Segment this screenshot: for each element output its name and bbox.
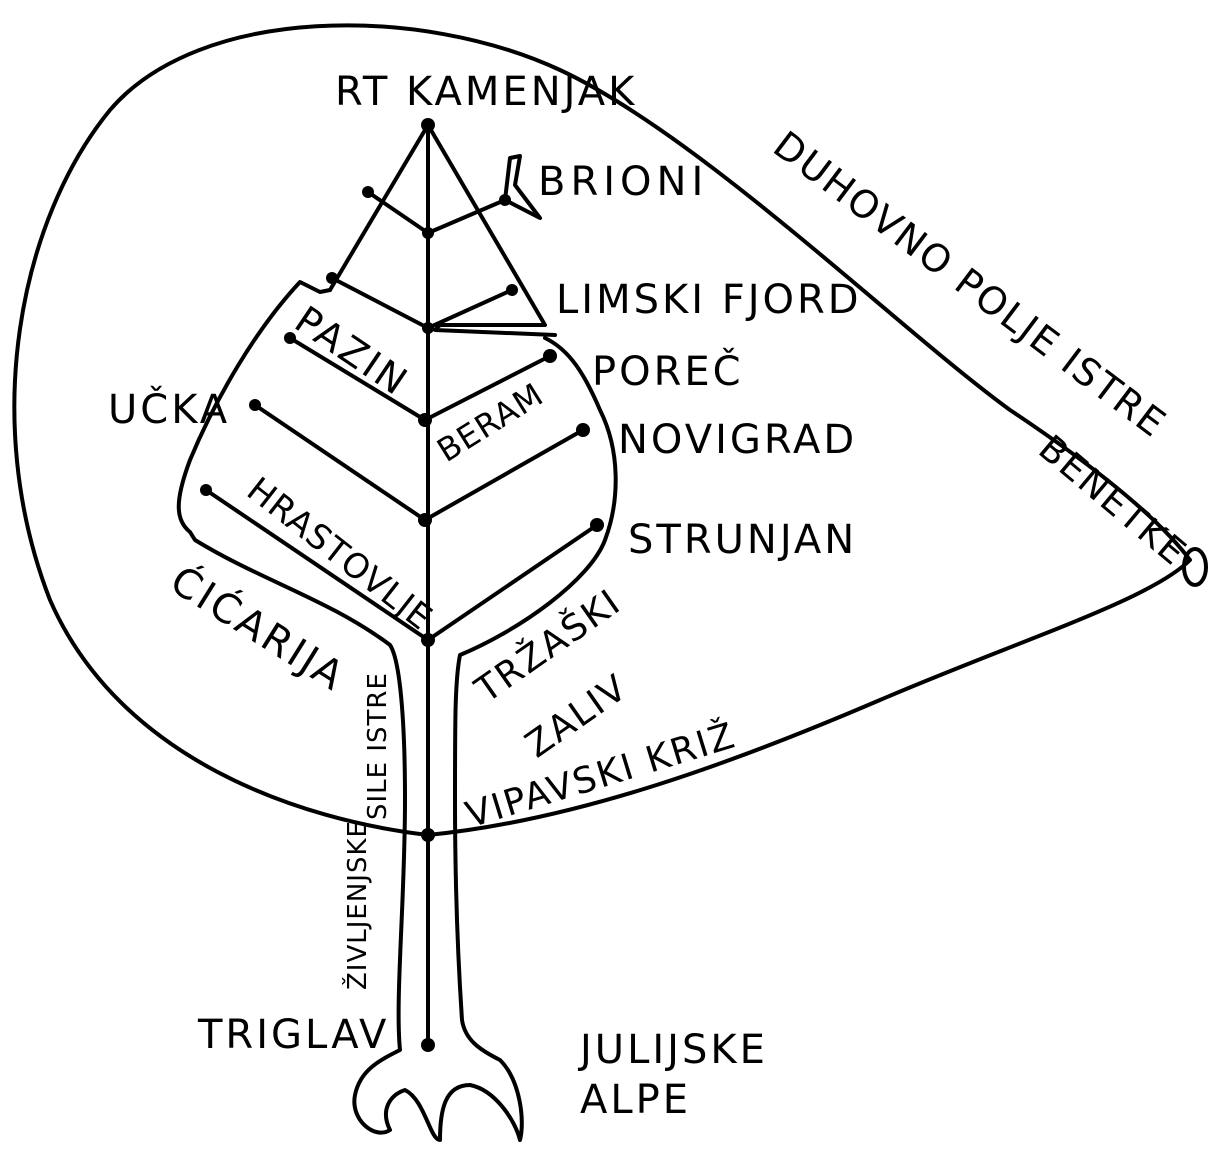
node-vein-5	[200, 484, 212, 496]
node-novigrad	[576, 423, 590, 437]
label-zivljenjske: ŽIVLJENJSKE	[345, 820, 371, 990]
label-strunjan: STRUNJAN	[628, 520, 857, 560]
node-mid-2	[422, 322, 434, 334]
node-vipavski	[421, 828, 435, 842]
node-strunjan	[590, 518, 604, 532]
node-mid-1	[422, 227, 434, 239]
label-limski-fjord: LIMSKI FJORD	[556, 280, 862, 320]
node-limski	[506, 284, 518, 296]
label-ucka: UČKA	[108, 390, 230, 430]
label-alpe: ALPE	[580, 1080, 691, 1120]
node-porec	[543, 349, 557, 363]
label-brioni: BRIONI	[538, 162, 708, 202]
node-ucka	[249, 399, 261, 411]
node-rt-kamenjak	[421, 118, 435, 132]
node-brioni	[499, 194, 511, 206]
label-novigrad: NOVIGRAD	[618, 420, 857, 460]
brioni-island	[505, 156, 540, 218]
vein-right-brioni	[428, 200, 505, 233]
vein-right-limski	[428, 290, 512, 328]
label-rt-kamenjak: RT KAMENJAK	[335, 72, 637, 112]
node-benetke	[1184, 549, 1206, 585]
label-julijske: JULIJSKE	[580, 1030, 768, 1070]
node-vein-1	[362, 186, 374, 198]
node-beram	[418, 413, 432, 427]
node-hrastovlje	[418, 513, 432, 527]
node-base	[421, 633, 435, 647]
label-triglav: TRIGLAV	[198, 1015, 389, 1055]
label-porec: POREČ	[592, 352, 744, 392]
node-vein-2	[326, 272, 338, 284]
node-triglav	[421, 1038, 435, 1052]
label-sile-istre: SILE ISTRE	[365, 672, 391, 820]
